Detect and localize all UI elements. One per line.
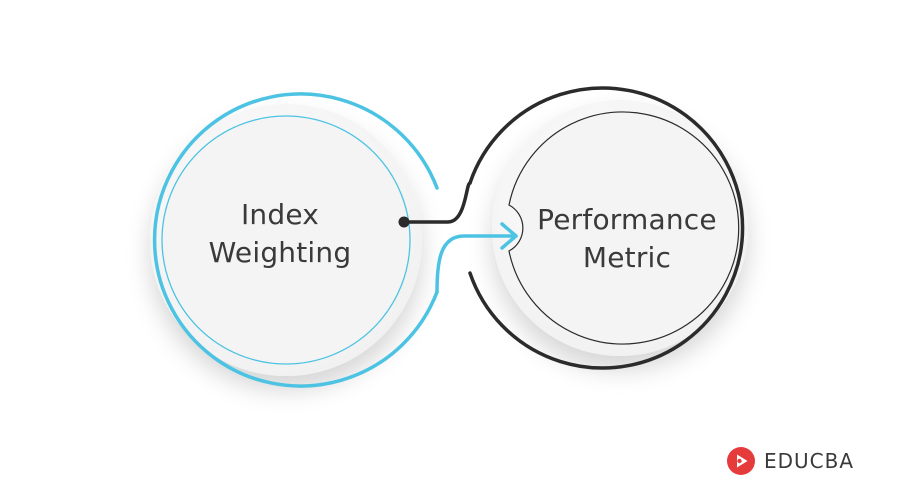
left-node — [150, 92, 439, 388]
arrow-head-icon — [500, 222, 518, 250]
left-inner-circle — [161, 115, 411, 365]
right-node-label-line1: Performance — [537, 203, 717, 236]
dark-connector-line — [402, 181, 472, 224]
left-node-label: Index Weighting — [185, 196, 375, 272]
brand-name: EDUCBA — [764, 449, 855, 473]
right-inner-circle — [508, 111, 740, 345]
right-outer-ring — [468, 86, 745, 370]
left-node-label-line2: Weighting — [208, 236, 352, 269]
brand-logo: EDUCBA — [726, 444, 854, 478]
right-node-label-line2: Metric — [582, 241, 672, 274]
play-icon — [727, 447, 755, 475]
right-node — [468, 86, 748, 370]
blue-connector-line — [435, 234, 516, 294]
connector-dot — [398, 216, 410, 228]
left-outer-ring — [152, 92, 439, 388]
left-node-label-line1: Index — [240, 198, 320, 231]
right-node-label: Performance Metric — [518, 201, 736, 277]
